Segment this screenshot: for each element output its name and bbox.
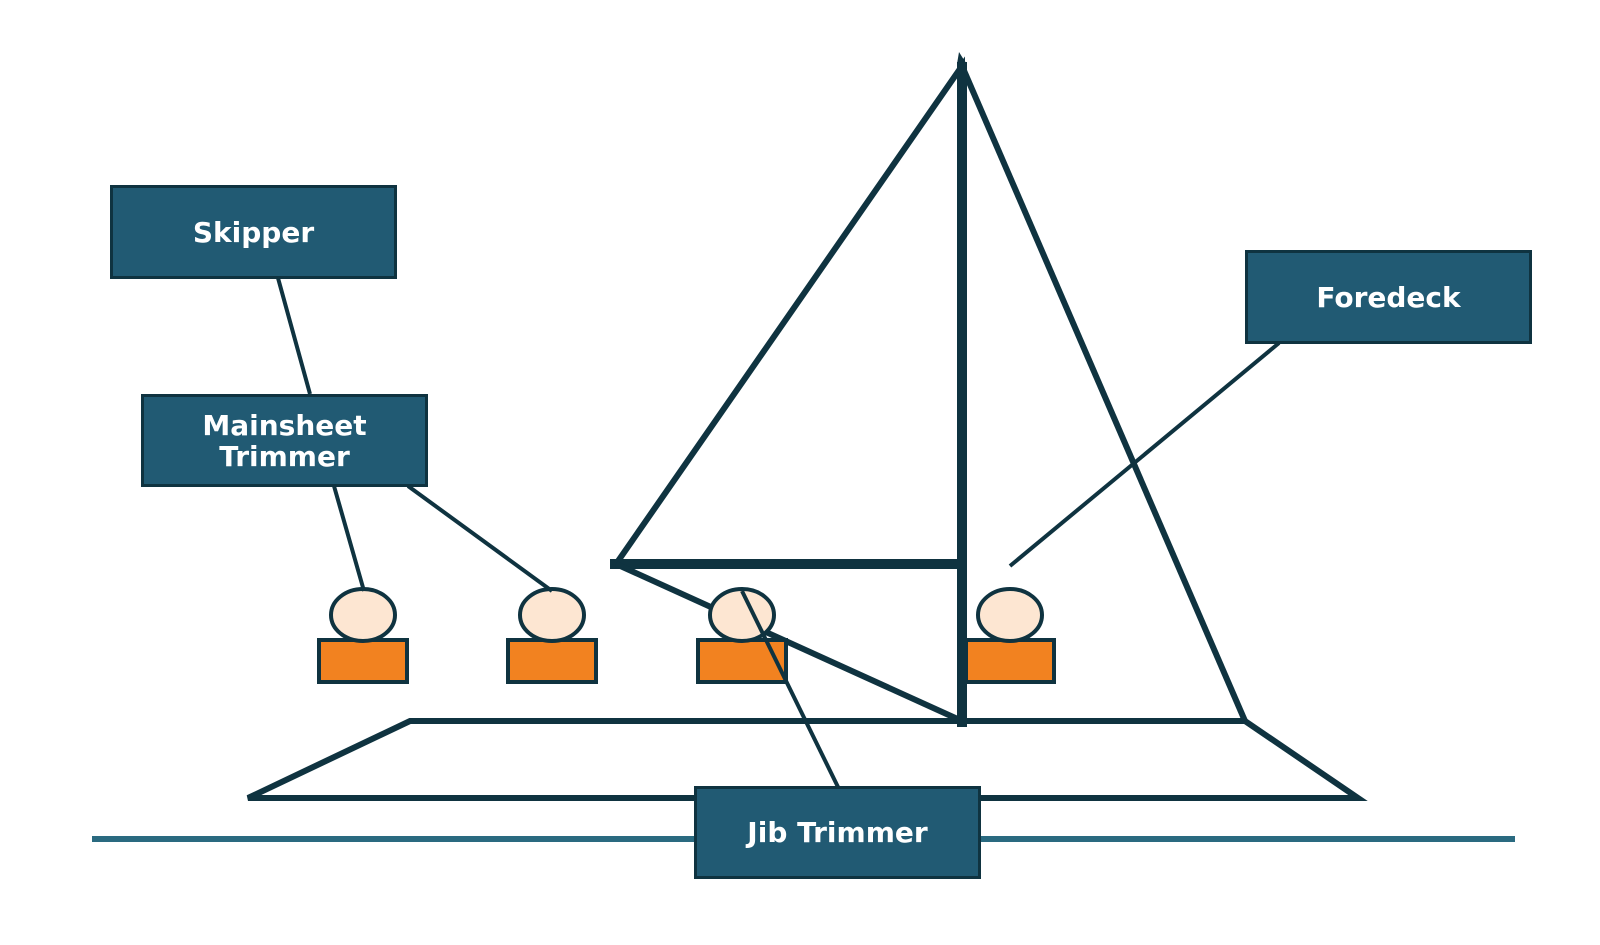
mainsheet-trimmer-label-line1: Mainsheet <box>202 408 367 442</box>
skipper-label-box: Skipper <box>110 185 397 279</box>
crew-head <box>329 587 397 643</box>
crew-body <box>317 638 409 684</box>
jib-trimmer-label: Jib Trimmer <box>747 816 928 849</box>
skipper-label: Skipper <box>192 215 315 249</box>
foredeck-label: Foredeck <box>1316 280 1461 314</box>
mainsail <box>610 56 965 567</box>
crew-body <box>964 638 1056 684</box>
crew-head <box>518 587 586 643</box>
crew-member-2 <box>506 587 598 684</box>
crew-body <box>506 638 598 684</box>
mainsheet-line <box>614 561 964 724</box>
leader-mainsheet-to-crew-2 <box>406 484 554 593</box>
mainsheet-trimmer-label-line2: Trimmer <box>219 439 350 473</box>
leader-jib-trimmer <box>740 590 840 788</box>
crew-member-4 <box>964 587 1056 684</box>
leader-mainsheet-to-crew-1 <box>332 485 366 592</box>
leader-skipper <box>276 277 312 395</box>
jib-trimmer-label-box: Jib Trimmer <box>694 786 981 879</box>
mast-tip <box>957 52 967 64</box>
crew-body <box>696 638 788 684</box>
mainsheet-trimmer-label-box: Mainsheet Trimmer <box>141 394 428 487</box>
forestay <box>959 64 1248 723</box>
foredeck-label-box: Foredeck <box>1245 250 1532 344</box>
crew-head <box>976 587 1044 643</box>
leader-foredeck <box>1008 341 1281 568</box>
crew-member-1 <box>317 587 409 684</box>
